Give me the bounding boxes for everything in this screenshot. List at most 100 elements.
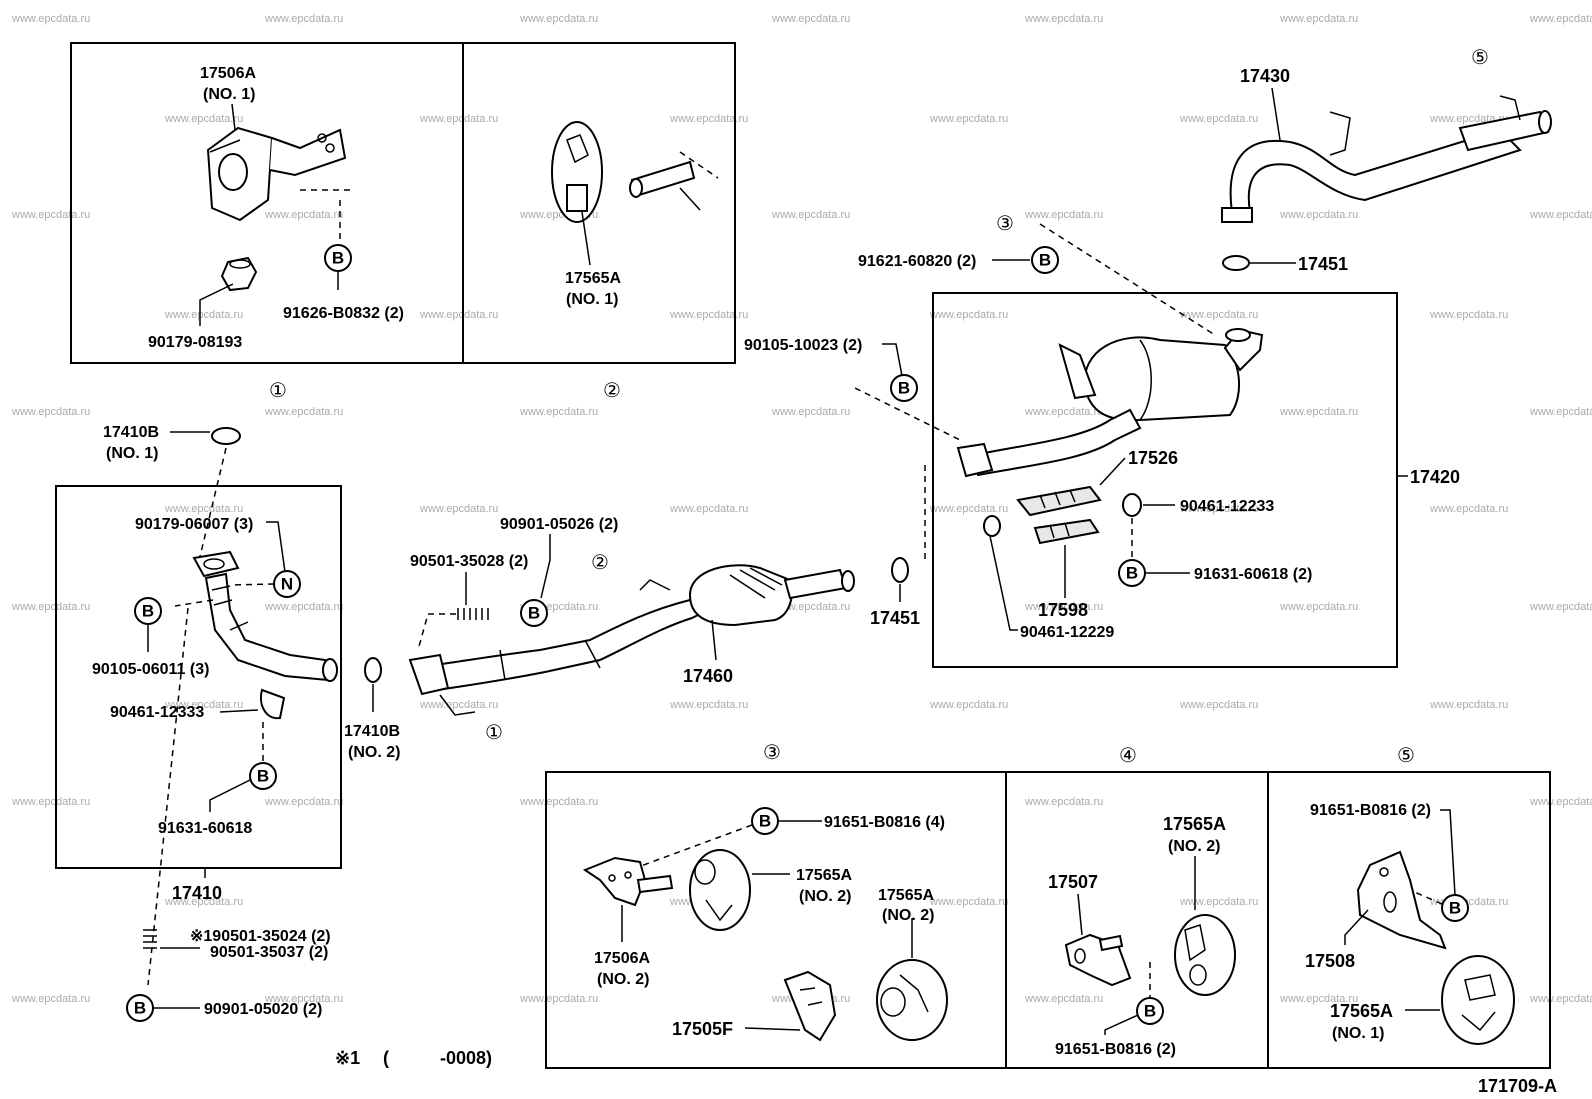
watermark: www.epcdata.ru	[669, 699, 748, 711]
label-17460: 17460	[683, 666, 733, 686]
label-91626-b0832: 91626-B0832 (2)	[283, 305, 404, 322]
label-17430: 17430	[1240, 66, 1290, 86]
rubber-hanger-17565a-no1-bot[interactable]	[1441, 955, 1515, 1045]
center-pipe-17460[interactable]	[408, 564, 855, 716]
muffler-17420[interactable]	[956, 328, 1264, 478]
leader-line	[1077, 893, 1083, 936]
label-90179-06007: 90179-06007 (3)	[135, 516, 253, 533]
watermark: www.epcdata.ru	[519, 993, 598, 1005]
label-17506a-no2-sub: (NO. 2)	[597, 971, 649, 988]
label-17410: 17410	[172, 883, 222, 903]
ref-3-mid: ③	[996, 211, 1014, 235]
circle-b-icon	[1031, 246, 1059, 274]
watermark: www.epcdata.ru	[669, 503, 748, 515]
circle-b-label: B	[1449, 899, 1461, 918]
bracket-17508[interactable]	[1356, 850, 1447, 950]
front-pipe-17410[interactable]	[192, 550, 338, 682]
footnote-text: -0008)	[440, 1048, 492, 1068]
circle-b-label: B	[332, 249, 344, 268]
circle-b-label: B	[898, 379, 910, 398]
watermark: www.epcdata.ru	[1179, 699, 1258, 711]
clamp-90461-12333[interactable]	[260, 688, 286, 720]
watermark: www.epcdata.ru	[11, 13, 90, 25]
diagram-code: 171709-A	[1478, 1076, 1557, 1096]
watermark: www.epcdata.ru	[929, 309, 1008, 321]
watermark: www.epcdata.ru	[669, 309, 748, 321]
watermark: www.epcdata.ru	[1529, 993, 1592, 1005]
dashed-leader	[229, 583, 275, 586]
watermark: www.epcdata.ru	[929, 113, 1008, 125]
watermark: www.epcdata.ru	[1529, 209, 1592, 221]
ref-2-mid: ②	[591, 550, 609, 574]
watermark: www.epcdata.ru	[11, 406, 90, 418]
watermark: www.epcdata.ru	[1279, 13, 1358, 25]
watermark: www.epcdata.ru	[669, 113, 748, 125]
bracket-17507[interactable]	[1064, 933, 1132, 987]
label-90501-35037: 90501-35037 (2)	[210, 944, 328, 961]
label-91651-b0816-4: 91651-B0816 (4)	[824, 814, 945, 831]
watermark: www.epcdata.ru	[771, 209, 850, 221]
gasket-17410b-no2[interactable]	[364, 657, 382, 683]
label-17410b-no2: 17410B	[344, 723, 400, 740]
circle-b-label: B	[134, 999, 146, 1018]
watermark: www.epcdata.ru	[1179, 503, 1258, 515]
panel-front-pipe	[55, 485, 342, 869]
leader-line	[1440, 809, 1456, 896]
ref-3-bottom: ③	[763, 740, 781, 764]
label-91651-b0816-2b: 91651-B0816 (2)	[1055, 1041, 1176, 1058]
watermark: www.epcdata.ru	[264, 796, 343, 808]
tail-pipe-17430[interactable]	[1221, 95, 1552, 223]
leader-line	[540, 534, 551, 599]
leader-line	[744, 1027, 801, 1031]
label-17565a-no1-top-sub: (NO. 1)	[566, 291, 618, 308]
ref-5-top: ⑤	[1471, 45, 1489, 69]
ref-5-bottom: ⑤	[1397, 743, 1415, 767]
gasket-90461-12233[interactable]	[1122, 493, 1142, 517]
rubber-hanger-17565a-no1[interactable]	[551, 121, 719, 223]
watermark: www.epcdata.ru	[164, 896, 243, 908]
label-90105-06011: 90105-06011 (3)	[92, 661, 209, 678]
hanger-bracket-17506a-no1[interactable]	[206, 126, 347, 222]
circle-b-icon	[1118, 559, 1146, 587]
watermark: www.epcdata.ru	[929, 896, 1008, 908]
heat-insulator-17526[interactable]	[1016, 485, 1102, 517]
label-17506a-no1: 17506A	[200, 65, 256, 82]
gasket-17451-mid[interactable]	[891, 557, 909, 583]
watermark: www.epcdata.ru	[771, 406, 850, 418]
watermark: www.epcdata.ru	[1024, 406, 1103, 418]
watermark: www.epcdata.ru	[1279, 993, 1358, 1005]
footnote-mark: ※1	[335, 1048, 360, 1068]
spring-bolt-icon	[143, 929, 157, 949]
rubber-hanger-17565a-no2-a[interactable]	[689, 849, 751, 931]
watermark: www.epcdata.ru	[164, 113, 243, 125]
gasket-17410b-no1[interactable]	[211, 427, 241, 445]
leader-line	[1104, 1014, 1139, 1035]
label-17565a-no2-c-sub: (NO. 2)	[1168, 838, 1220, 855]
heat-insulator-17598[interactable]	[1033, 518, 1100, 545]
label-17565a-no2-a-sub: (NO. 2)	[799, 888, 851, 905]
watermark: www.epcdata.ru	[1179, 309, 1258, 321]
watermark: www.epcdata.ru	[1024, 601, 1103, 613]
label-90901-05026: 90901-05026 (2)	[500, 516, 618, 533]
panel-top-left	[70, 42, 736, 364]
watermark: www.epcdata.ru	[519, 796, 598, 808]
watermark: www.epcdata.ru	[1429, 503, 1508, 515]
circle-b-label: B	[257, 767, 269, 786]
gasket-90461-12229[interactable]	[983, 515, 1001, 537]
gasket-17451-top[interactable]	[1222, 255, 1250, 271]
dashed-leader	[679, 151, 719, 179]
watermark: www.epcdata.ru	[1179, 113, 1258, 125]
watermark: www.epcdata.ru	[1024, 993, 1103, 1005]
watermark: www.epcdata.ru	[164, 503, 243, 515]
circle-b-label: B	[142, 602, 154, 621]
circle-b-icon	[520, 599, 548, 627]
nut-90179-08193[interactable]	[220, 256, 258, 292]
bracket-17505f[interactable]	[783, 970, 837, 1042]
hanger-bracket-17506a-no2[interactable]	[582, 856, 674, 907]
rubber-hanger-17565a-no2-c[interactable]	[1174, 914, 1236, 996]
watermark: www.epcdata.ru	[264, 993, 343, 1005]
watermark: www.epcdata.ru	[264, 601, 343, 613]
panel-bottom	[545, 771, 1551, 1069]
rubber-hanger-17565a-no2-b[interactable]	[876, 959, 948, 1041]
